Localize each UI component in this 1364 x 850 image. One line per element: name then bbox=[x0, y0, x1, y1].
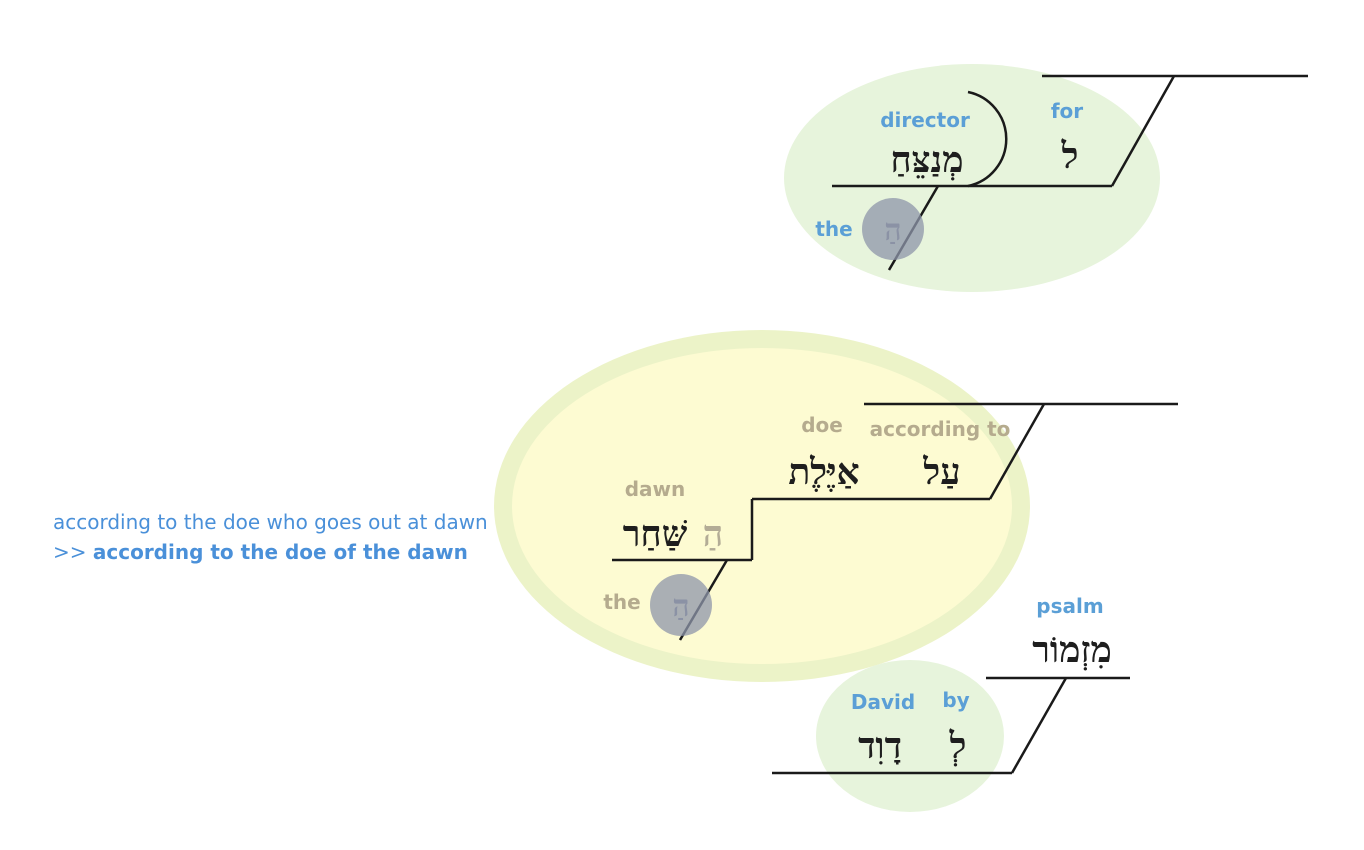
literal-translation: according to the doe who goes out at daw… bbox=[53, 510, 488, 534]
gloss-by: by bbox=[942, 688, 969, 712]
hebrew-psalm: מִזְמוֹר bbox=[1032, 629, 1112, 671]
hebrew-doe: אַיֶּלֶת bbox=[788, 451, 859, 493]
gloss-according-to: according to bbox=[870, 417, 1011, 441]
hebrew-for: ל bbox=[1061, 135, 1079, 177]
slant-according-to bbox=[988, 403, 1046, 500]
hebrew-according-to: עַל bbox=[922, 451, 960, 493]
hebrew-article: הַ bbox=[884, 213, 901, 248]
hebrew-dawn: שַּׁחַר bbox=[623, 513, 688, 555]
construct-arc bbox=[967, 90, 1008, 188]
gloss-dawn: dawn bbox=[625, 477, 686, 501]
alternative-translation-line: >> according to the doe of the dawn bbox=[53, 537, 513, 567]
alternative-prefix: >> bbox=[53, 540, 87, 564]
gloss-director: director bbox=[880, 108, 970, 132]
gloss-the: the bbox=[815, 217, 852, 241]
gloss-david: David bbox=[851, 690, 915, 714]
gloss-the-dawn-article: the bbox=[603, 590, 640, 614]
hebrew-dawn-prefix-article: הַ bbox=[703, 513, 724, 555]
hebrew-dawn-article: הַ bbox=[672, 589, 689, 624]
slant-preposition bbox=[1110, 75, 1176, 187]
director-phrase-bubble bbox=[784, 64, 1160, 292]
gloss-for: for bbox=[1051, 99, 1083, 123]
clause-for-the-director: for ל director מְנַצֵּחַ the הַ bbox=[784, 64, 1308, 292]
david-phrase-bubble bbox=[816, 660, 1004, 812]
gloss-psalm: psalm bbox=[1036, 594, 1103, 618]
translation-text: according to the doe who goes out at daw… bbox=[53, 507, 513, 567]
hebrew-director: מְנַצֵּחַ bbox=[890, 139, 963, 181]
clause-according-to-the-doe: according to עַל doe אַיֶּלֶת dawn הַ שַ… bbox=[494, 330, 1178, 682]
hebrew-by: לְ bbox=[949, 725, 967, 767]
dawn-article-circle bbox=[650, 574, 712, 636]
gloss-doe: doe bbox=[801, 413, 843, 437]
hebrew-david: דָוִד bbox=[858, 725, 902, 767]
clause-psalm-by-david: psalm מִזְמוֹר by לְ David דָוִד bbox=[772, 594, 1130, 812]
doe-phrase-inner-bubble bbox=[512, 348, 1012, 664]
article-circle bbox=[862, 198, 924, 260]
slant-by bbox=[1010, 677, 1068, 774]
alternative-translation: according to the doe of the dawn bbox=[92, 540, 468, 564]
